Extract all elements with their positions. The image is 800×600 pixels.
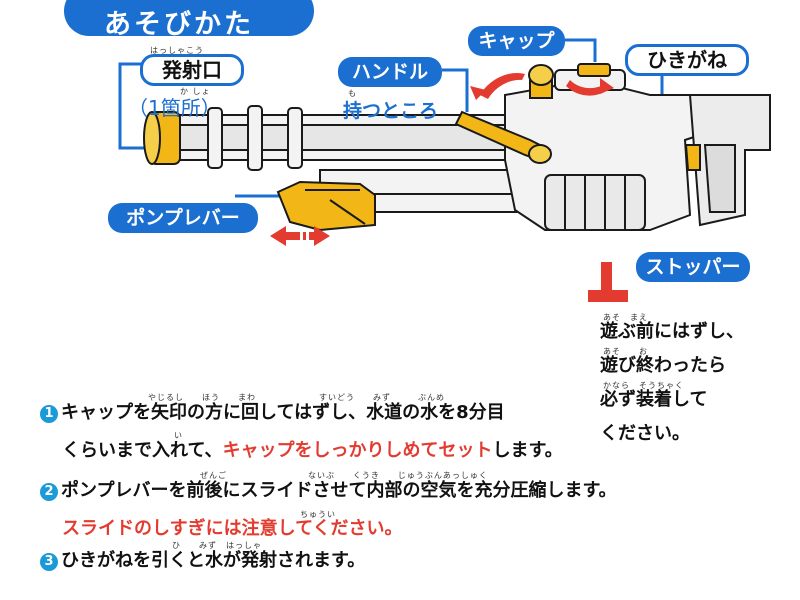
step-2-text: ポンプレバーを前後にスライドさせて内部の空気を充分圧縮します。 [61,480,617,501]
step-3-text: ひきがねを引くと水が発射されます。 [61,550,366,571]
stopper-note-line-2: 遊び終わったら [600,355,726,376]
step-1-warning: キャップをしっかりしめてセット [222,440,493,461]
stopper-label: ストッパー [636,252,750,282]
nozzle-count: （1箇所） [128,96,221,120]
nozzle-shape [143,111,181,165]
trigger-label: ひきがね [625,44,749,76]
step-number-2: 2 [40,483,58,501]
pump-lever-shape [276,180,376,232]
step-1-line-2-end: します。 [492,440,563,461]
handle-sub-ruby: も [348,89,357,98]
stopper-icon [588,262,628,302]
stopper-note-line-3: 必ず装着して [600,389,708,410]
page-title: あそびかた [104,9,254,40]
cap-shape [528,63,611,99]
handle-label: ハンドル [338,57,442,87]
nozzle-label-ruby: はっしゃこう [150,46,204,55]
handle-shape [454,110,552,164]
step-3-ruby: ひ みず はっしゃ [172,541,262,550]
step-number-3: 3 [40,553,58,571]
callout-line-handle [442,68,469,112]
title-banner: あそびかた [64,0,314,40]
handle-sub-label: 持つところ [343,100,439,122]
nozzle-count-ruby: か しょ [180,87,211,96]
cap-label: キャップ [468,26,565,56]
rotate-arrow-icon [470,72,614,100]
step-1-ruby: やじるし ほう まわ すいどう みず ぶんめ [148,393,445,402]
slide-arrow-icon [270,226,330,246]
stopper-note-line-4: ください。 [600,423,690,444]
step-2-warning-ruby: ちゅうい [300,510,336,519]
stopper-note-ruby-1: あそ まえ [603,313,648,322]
nozzle-label: 発射口 [140,54,244,86]
gun-body [169,69,771,231]
step-2-warning: スライドのしすぎには注意してください。 [62,518,403,539]
stopper-note-ruby-2: あそ お [603,347,648,356]
step-1-line-2: くらいまで入れて、キャップをしっかりしめてセットします。 [62,440,563,462]
stopper-note-line-1: 遊ぶ前にはずし、 [600,321,744,342]
callout-line-cap [565,38,597,62]
trigger-shape [684,144,701,171]
step-1-text: キャップを矢印の方に回してはずし、水道の水を8分目 [61,402,505,423]
step-2-ruby: ぜんご ないぶ くうき じゅうぶんあっしゅく [200,471,488,480]
pump-lever-label: ポンプレバー [108,203,258,233]
stopper-note-ruby-3: かなら そうちゃく [603,381,684,390]
step-1-line-2-ruby: い [174,431,183,440]
step-1-line-2-start: くらいまで入れて、 [62,440,223,461]
step-number-1: 1 [40,405,58,423]
callout-line-nozzle [118,62,155,150]
